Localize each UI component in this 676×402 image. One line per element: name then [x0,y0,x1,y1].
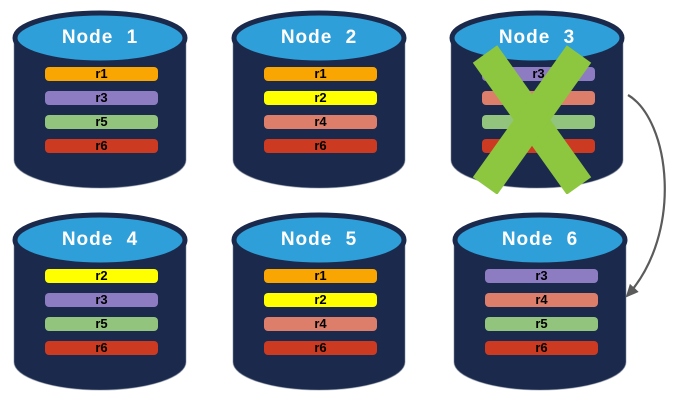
replica-label: r4 [314,316,327,331]
replica-bar: r3 [45,293,158,307]
failure-x-icon [472,45,592,194]
replica-bar: r2 [264,91,377,105]
node-2: Node 2 r1 r2 r4 r6 [231,8,407,194]
replica-bar: r1 [264,67,377,81]
replica-bar: r6 [264,139,377,153]
replica-label: r5 [95,114,108,129]
replica-label: r2 [314,292,327,307]
replica-bar: r6 [485,341,598,355]
replica-bar: r5 [45,317,158,331]
replica-bar: r3 [485,269,598,283]
replica-label: r6 [535,340,548,355]
replica-label: r5 [535,316,548,331]
replica-label: r3 [95,90,108,105]
replica-label: r3 [532,66,545,81]
replica-label: r6 [314,340,327,355]
replica-bar: r3 [45,91,158,105]
node-title: Node 4 [61,229,139,250]
replica-label: r5 [95,316,108,331]
replica-bar: r6 [45,341,158,355]
replica-bar: r5 [485,317,598,331]
replica-bar: r1 [264,269,377,283]
replica-label: r6 [95,340,108,355]
replica-label: r2 [314,90,327,105]
node-title: Node 6 [501,229,579,250]
node-title: Node 1 [61,27,139,48]
replica-label: r2 [95,268,108,283]
node-1: Node 1 r1 r3 r5 r6 [12,8,188,194]
replica-bar: r4 [485,293,598,307]
node-title: Node 3 [498,27,576,48]
replica-bar: r4 [264,317,377,331]
replica-label: r3 [95,292,108,307]
replica-label: r4 [314,114,327,129]
replica-label: r1 [314,66,327,81]
replica-label: r6 [95,138,108,153]
replica-label: r3 [535,268,548,283]
node-title: Node 5 [280,229,358,250]
node-3: Node 3 r3 [449,8,625,194]
replica-bar: r1 [45,67,158,81]
replica-bar: r6 [45,139,158,153]
failover-arrow-icon [625,94,666,298]
replica-bar: r4 [264,115,377,129]
replica-label: r6 [314,138,327,153]
replica-label: r1 [95,66,108,81]
node-4: Node 4 r2 r3 r5 r6 [12,210,188,396]
replica-bar: r2 [45,269,158,283]
node-6: Node 6 r3 r4 r5 r6 [452,210,628,396]
replica-label: r4 [535,292,548,307]
replica-label: r1 [314,268,327,283]
replica-bar: r6 [264,341,377,355]
node-title: Node 2 [280,27,358,48]
node-5: Node 5 r1 r2 r4 r6 [231,210,407,396]
replica-bar: r2 [264,293,377,307]
replica-bar: r5 [45,115,158,129]
